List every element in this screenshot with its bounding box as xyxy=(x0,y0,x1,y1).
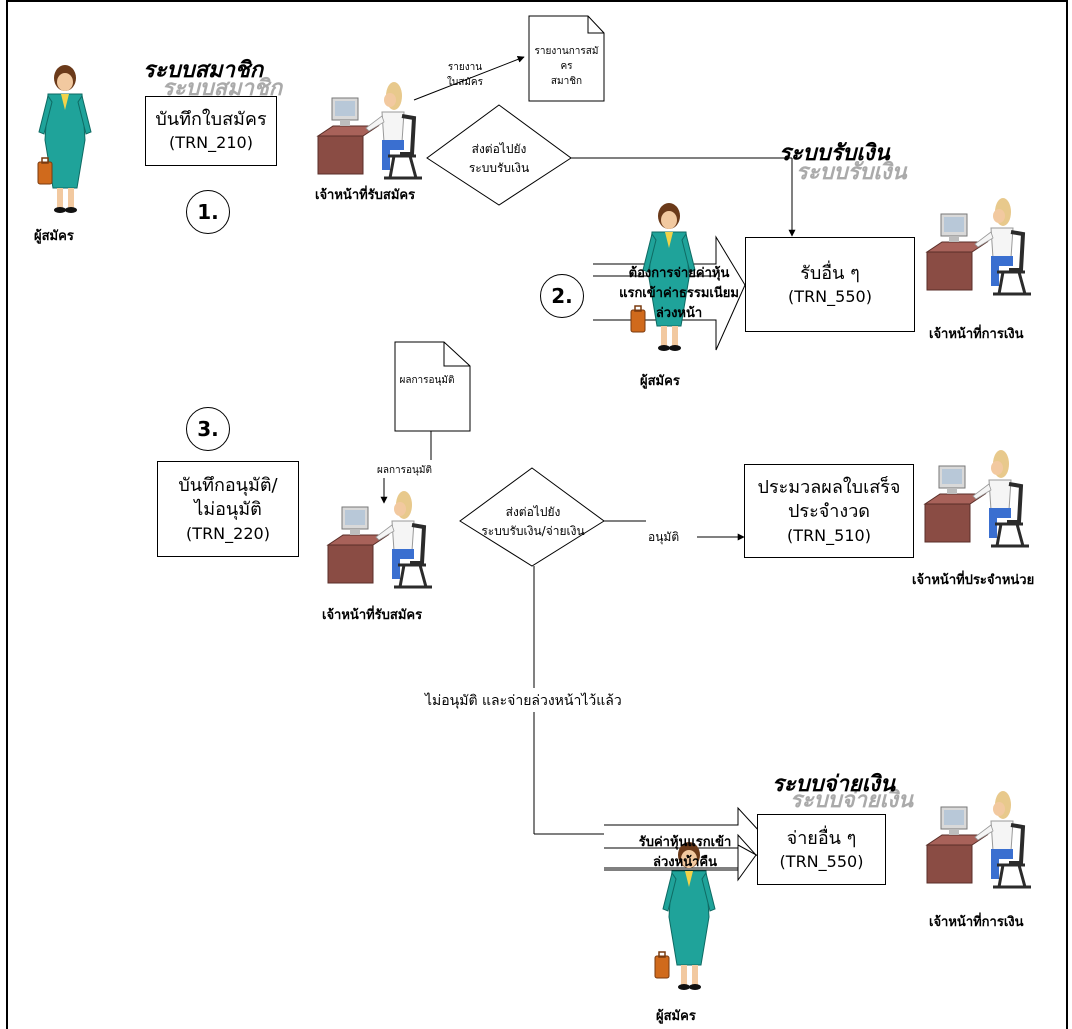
document-application-report xyxy=(528,15,605,102)
arrow-to-report xyxy=(413,56,525,101)
decision-forward-receipt-payment xyxy=(459,467,605,567)
applicant-3-label: ผู้สมัคร xyxy=(656,1009,696,1024)
receipt-system-shadow: ระบบรับเงิน xyxy=(796,160,907,185)
application-report-text: รายงานการสมั คร สมาชิก xyxy=(534,46,599,87)
other-payments-label: จ่ายอื่น ๆ xyxy=(786,827,857,849)
process-receipt-label-1: ประมวลผลใบเสร็จ xyxy=(757,476,901,498)
document-approval-result xyxy=(394,341,471,432)
approval-result-doc-text: ผลการอนุมัติ xyxy=(399,375,455,386)
finance-2-label: เจ้าหน้าที่การเงิน xyxy=(929,915,1024,930)
page-frame xyxy=(6,0,1068,1029)
registrar-1-label: เจ้าหน้าที่รับสมัคร xyxy=(315,188,416,203)
process-receipt-label-2: ประจำงวด xyxy=(787,501,870,523)
receipt-system-title: ระบบรับเงิน xyxy=(779,141,890,166)
record-application-code: (TRN_210) xyxy=(169,133,253,153)
report-connector-label: รายงาน ใบสมัคร xyxy=(447,62,483,88)
membership-system-title: ระบบสมาชิก xyxy=(143,58,264,83)
step-3-marker: 3. xyxy=(186,407,230,451)
pay-share-arrow-text: ต้องการจ่ายค่าหุ้น แรกเข้าค่าธรรมเนียม ล… xyxy=(619,266,739,322)
finance-1-figure xyxy=(925,196,1033,296)
approved-label: อนุมัติ xyxy=(648,530,680,544)
record-approval-code: (TRN_220) xyxy=(186,523,270,543)
applicant-2-label: ผู้สมัคร xyxy=(640,374,680,389)
registrar-1-figure xyxy=(316,80,424,180)
other-receipts-label: รับอื่น ๆ xyxy=(800,262,860,284)
other-payments-box[interactable]: จ่ายอื่น ๆ (TRN_550) xyxy=(757,814,886,885)
refund-arrow-text: รับค่าหุ้นแรกเข้า ล่วงหน้าคืน xyxy=(638,835,732,870)
not-approved-label: ไม่อนุมัติ และจ่ายล่วงหน้าไว้แล้ว xyxy=(425,693,622,709)
other-payments-code: (TRN_550) xyxy=(779,851,864,871)
forward-receipt-text: ส่งต่อไปยัง ระบบรับเงิน xyxy=(468,142,530,176)
forward-receipt-payment-text: ส่งต่อไปยัง ระบบรับเงิน/จ่ายเงิน xyxy=(481,505,585,539)
approval-result-connector-label: ผลการอนุมัติ xyxy=(377,465,432,476)
decision-forward-receipt xyxy=(426,104,572,206)
record-application-label: บันทึกใบสมัคร xyxy=(155,109,267,131)
record-approval-label-1: บันทึกอนุมัติ/ xyxy=(178,474,278,496)
registrar-2-label: เจ้าหน้าที่รับสมัคร xyxy=(322,608,423,623)
step-1-marker: 1. xyxy=(186,190,230,234)
applicant-1-label: ผู้สมัคร xyxy=(34,229,74,244)
payment-system-shadow: ระบบจ่ายเงิน xyxy=(790,788,913,813)
other-receipts-code: (TRN_550) xyxy=(788,286,872,306)
record-application-box[interactable]: บันทึกใบสมัคร (TRN_210) xyxy=(145,96,277,166)
finance-2-figure xyxy=(925,789,1033,889)
registrar-2-figure xyxy=(326,489,434,589)
process-receipt-box[interactable]: ประมวลผลใบเสร็จ ประจำงวด (TRN_510) xyxy=(744,464,914,558)
other-receipts-box[interactable]: รับอื่น ๆ (TRN_550) xyxy=(745,237,915,332)
applicant-1-figure xyxy=(37,64,92,214)
record-approval-box[interactable]: บันทึกอนุมัติ/ ไม่อนุมัติ (TRN_220) xyxy=(157,461,299,557)
payment-system-title: ระบบจ่ายเงิน xyxy=(772,772,895,797)
unit-officer-figure xyxy=(923,448,1031,548)
step-2-marker: 2. xyxy=(540,274,584,318)
record-approval-label-2: ไม่อนุมัติ xyxy=(194,499,262,521)
unit-officer-label: เจ้าหน้าที่ประจำหน่วย xyxy=(912,573,1035,588)
process-receipt-code: (TRN_510) xyxy=(787,525,871,545)
finance-1-label: เจ้าหน้าที่การเงิน xyxy=(929,327,1024,342)
